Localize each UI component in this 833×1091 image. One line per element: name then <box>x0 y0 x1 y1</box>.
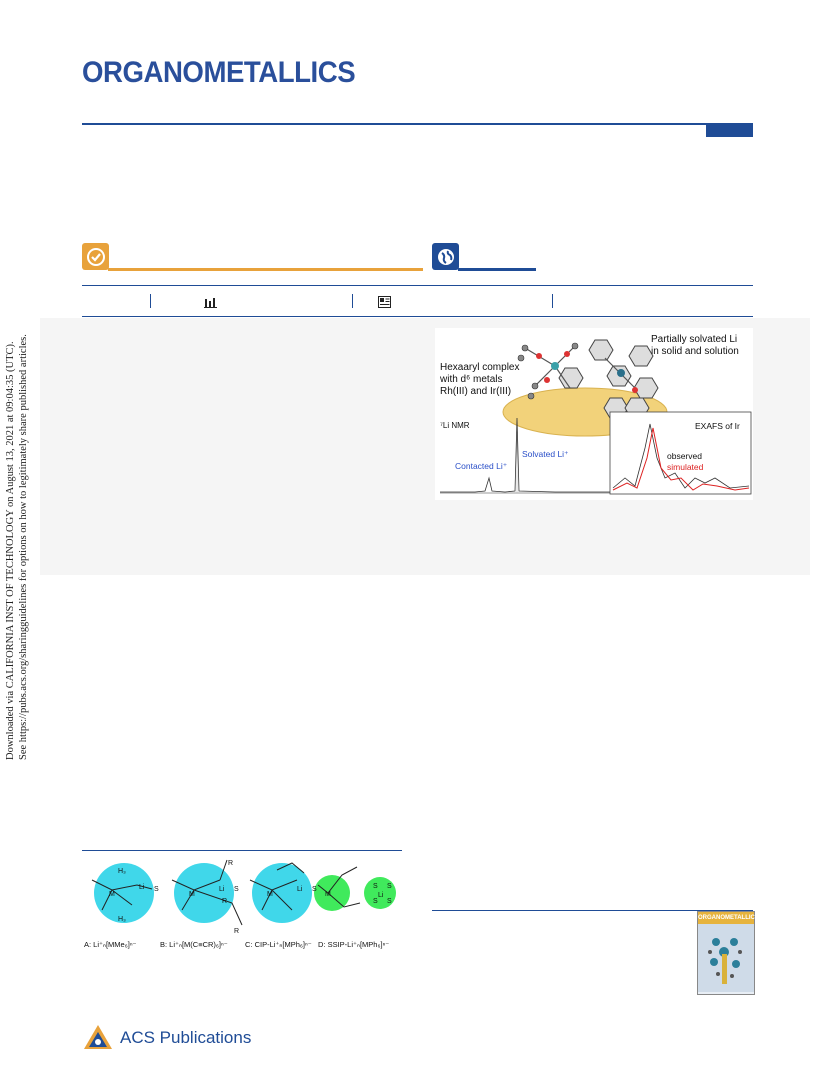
header-tab <box>706 123 753 137</box>
svg-text:Li: Li <box>139 884 145 891</box>
article-recommendations-icon[interactable] <box>378 295 391 313</box>
svg-text:S: S <box>312 886 317 893</box>
solvated-li-label: Solvated Li⁺ <box>522 449 569 459</box>
journal-cover-thumbnail[interactable]: ORGANOMETALLICS <box>697 911 759 995</box>
contacted-li-label: Contacted Li⁺ <box>455 461 508 471</box>
open-access-globe-icon[interactable] <box>432 243 459 270</box>
cover-title: ORGANOMETALLICS <box>698 912 759 924</box>
acs-emblem-icon <box>84 1025 112 1049</box>
certified-check-icon[interactable] <box>82 243 109 270</box>
nmr-label: ⁷Li NMR <box>440 421 470 430</box>
svg-text:S: S <box>387 883 392 890</box>
svg-text:S: S <box>234 886 239 893</box>
figure-rule <box>82 850 402 851</box>
figure-label-c: C: CIP-Li⁺ₙ[MPh₆]ⁿ⁻ <box>245 940 312 949</box>
figure-label-a: A: Li⁺ₙ[MMe₆]ⁿ⁻ <box>84 940 137 949</box>
svg-text:Li: Li <box>297 886 303 893</box>
bar-chart-icon[interactable] <box>204 295 217 313</box>
svg-text:Li: Li <box>378 892 384 899</box>
journal-logo[interactable]: ORGANOMETALLICS <box>82 56 356 89</box>
svg-text:M: M <box>189 891 195 898</box>
svg-text:H₃: H₃ <box>118 868 126 875</box>
certified-rule <box>108 268 423 271</box>
svg-text:M: M <box>109 891 115 898</box>
cover-rule <box>432 910 753 911</box>
rh-ir-label: Rh(III) and Ir(III) <box>440 386 512 397</box>
svg-text:S: S <box>154 886 159 893</box>
download-notice: Downloaded via CALIFORNIA INST OF TECHNO… <box>4 330 30 760</box>
metrics-divider <box>352 294 353 308</box>
svg-text:R: R <box>228 860 233 867</box>
figure-label-d: D: SSIP-Li⁺ₙ[MPh₆]ⁿ⁻ <box>318 940 390 949</box>
svg-text:S: S <box>373 898 378 905</box>
figure-label-b: B: Li⁺ₙ[M(C≡CR)₆]ⁿ⁻ <box>160 940 228 949</box>
hexaaryl-label: Hexaaryl complex <box>440 362 520 373</box>
svg-text:M: M <box>267 891 273 898</box>
download-notice-line2: See https://pubs.acs.org/sharingguidelin… <box>18 334 29 760</box>
metrics-divider <box>552 294 553 308</box>
svg-text:M: M <box>325 891 331 898</box>
observed-label: observed <box>667 451 702 461</box>
svg-text:R: R <box>234 928 239 935</box>
svg-text:R: R <box>222 898 227 905</box>
metrics-bar-top <box>82 285 753 286</box>
acs-publications-logo[interactable]: ACS Publications <box>82 1023 251 1053</box>
metrics-bar-bottom <box>82 316 753 317</box>
svg-text:H₃: H₃ <box>118 916 126 923</box>
header-rule <box>82 123 753 125</box>
metrics-divider <box>150 294 151 308</box>
d6-metals-label: with d⁶ metals <box>440 374 503 385</box>
partially-solvated-label: Partially solvated Li <box>651 334 738 345</box>
toc-graphic[interactable]: Partially solvated Li in solid and solut… <box>435 328 753 500</box>
publisher-name: ACS Publications <box>120 1028 252 1047</box>
svg-text:Li: Li <box>219 886 225 893</box>
open-access-rule <box>458 268 536 271</box>
exafs-label: EXAFS of Ir <box>695 421 740 431</box>
download-notice-line1: Downloaded via CALIFORNIA INST OF TECHNO… <box>5 341 16 760</box>
partially-solvated-label-2: in solid and solution <box>651 346 739 357</box>
simulated-label: simulated <box>667 462 704 472</box>
svg-text:S: S <box>387 898 392 905</box>
svg-text:S: S <box>373 883 378 890</box>
